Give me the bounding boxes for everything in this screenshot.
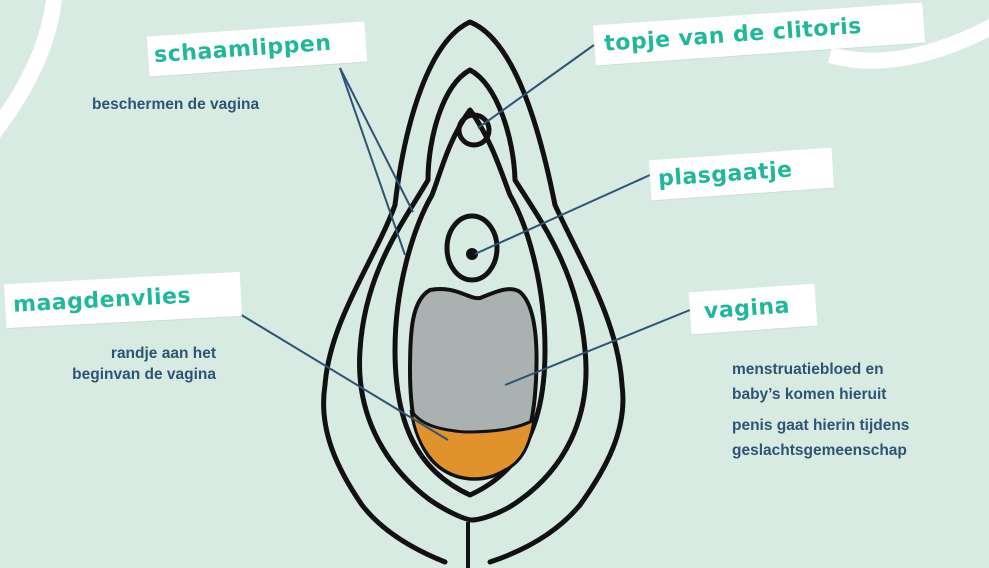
description-vagina-line2: baby’s komen hieruit [732,384,909,405]
description-maagdenvlies: randje aan het beginvan de vagina [6,343,216,385]
label-vagina-text: vagina [703,285,792,333]
leader-line-clitoris [478,45,594,128]
description-schaamlippen: beschermen de vagina [92,94,259,115]
description-maagdenvlies-line2: beginvan de vagina [6,364,216,385]
description-vagina-line3: penis gaat hierin tijdens [732,415,909,436]
label-maagdenvlies-text: maagdenvlies [12,274,192,327]
description-maagdenvlies-line1: randje aan het [6,343,216,364]
leader-line-schaamlippen-1 [340,68,413,212]
leader-line-plasgaatje [475,175,650,254]
leader-line-maagdenvlies [225,305,448,440]
leader-line-vagina [505,310,690,385]
description-vagina-line4: geslachtsgemeenschap [732,440,909,461]
leader-line-schaamlippen-2 [340,68,405,255]
description-vagina-line1: menstruatiebloed en [732,359,909,380]
description-vagina: menstruatiebloed en baby’s komen hieruit… [732,359,909,461]
label-vagina: vagina [689,284,818,335]
